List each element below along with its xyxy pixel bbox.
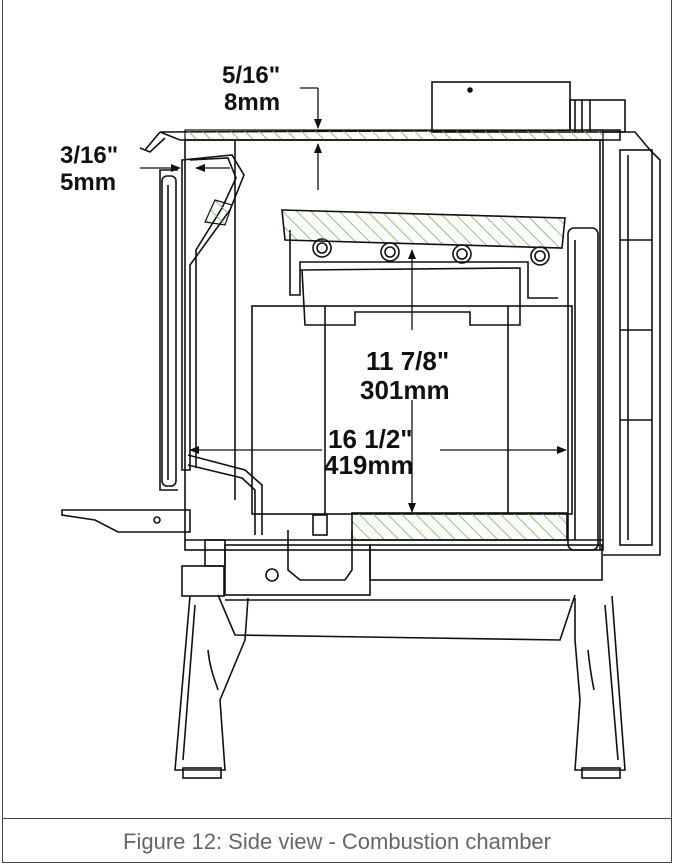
top-hatch xyxy=(184,129,604,141)
stove-side-view-drawing: 5/16" 8mm 3/16" 5mm 11 7/8" 301mm 16 1/2… xyxy=(60,62,661,779)
rear-leg xyxy=(574,595,626,771)
chamber-depth-imperial: 16 1/2" xyxy=(328,424,413,454)
baffle-board xyxy=(281,209,566,249)
caption-bar: Figure 12: Side view - Combustion chambe… xyxy=(2,818,672,864)
door-gasket-hatch xyxy=(204,199,233,226)
front-leg xyxy=(174,595,249,771)
flue-collar xyxy=(431,81,571,133)
top-clearance-metric: 8mm xyxy=(224,89,280,116)
top-clearance-dimension xyxy=(300,87,322,190)
figure-area: 5/16" 8mm 3/16" 5mm 11 7/8" 301mm 16 1/2… xyxy=(60,62,661,779)
chamber-height-metric: 301mm xyxy=(360,375,450,405)
door-gap-imperial: 3/16" xyxy=(60,142,118,169)
top-clearance-imperial: 5/16" xyxy=(222,62,280,89)
floor-brick xyxy=(351,512,568,541)
firebox-wall xyxy=(184,139,604,551)
chamber-depth-metric: 419mm xyxy=(324,450,414,480)
figure-caption: Figure 12: Side view - Combustion chambe… xyxy=(123,829,551,854)
door-gap-metric: 5mm xyxy=(60,169,116,196)
chamber-height-imperial: 11 7/8" xyxy=(366,346,449,376)
